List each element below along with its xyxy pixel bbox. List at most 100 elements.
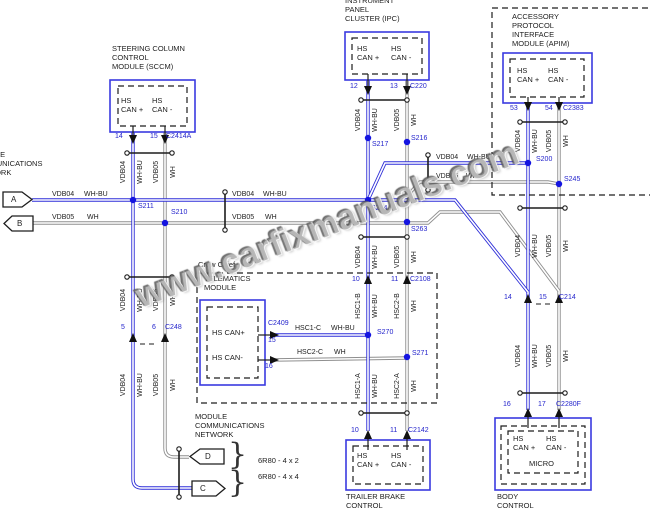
wire-label: VDB05 <box>52 214 75 221</box>
splice-s264 <box>364 196 372 204</box>
apim-can-plus: HS CAN + <box>517 66 540 84</box>
splice-s216 <box>403 138 411 146</box>
wire-label-vertical: WH <box>411 300 418 312</box>
brace-bottom: } <box>228 465 248 500</box>
pin-label: C2142 <box>408 427 429 434</box>
pin-label: C220 <box>410 83 427 90</box>
ipc-box <box>344 31 430 86</box>
wire-label: WH <box>466 173 478 180</box>
wire-label-vertical: WH <box>170 166 177 178</box>
pin-label: C2414A <box>166 133 192 140</box>
wire-label-vertical: VDB04 <box>120 288 127 312</box>
wire-label-vertical: VDB04 <box>355 108 362 132</box>
splice-label: S263 <box>411 226 428 233</box>
pin-arrows <box>129 86 563 439</box>
wire-label-vertical: VDB04 <box>515 129 522 153</box>
wire-label: VDB04 <box>232 191 255 198</box>
splice-s217 <box>364 134 372 142</box>
wire-label-vertical: WH-BU <box>137 160 144 184</box>
wire-label-vertical: VDB04 <box>120 160 127 184</box>
wire-label-vertical: VDB05 <box>546 234 553 258</box>
ipc-title: INSTRUMENT PANEL CLUSTER (IPC) <box>345 0 400 23</box>
pin-label: C2409 <box>268 320 289 327</box>
wire-label-vertical: VDB04 <box>120 373 127 397</box>
can-low-wires <box>33 80 561 459</box>
apim-title: ACCESSORY PROTOCOL INTERFACE MODULE (API… <box>512 12 570 48</box>
bcm-title: BODY CONTROL <box>497 492 534 510</box>
pin-label: 6 <box>152 324 156 331</box>
wire-label-vertical: WH <box>563 240 570 252</box>
wire-label: WH <box>265 214 277 221</box>
splice-label: S200 <box>536 156 553 163</box>
splice-s245 <box>555 180 563 188</box>
wire-label: WH <box>87 214 99 221</box>
network-note-left: MODULE COMMUNICATIONS NETWORK <box>0 150 43 177</box>
pin-label: 11 <box>390 427 398 434</box>
pin-label: 5 <box>121 324 125 331</box>
pin-label: 16 <box>265 363 273 370</box>
wire-label: WH-BU <box>84 191 108 198</box>
terminal-d-shape <box>188 448 225 465</box>
wire-label-vertical: WH-BU <box>532 129 539 153</box>
bcm-core-label: MICRO <box>529 459 554 468</box>
gear-note-4x4: 6R80 - 4 x 4 <box>258 472 299 481</box>
apim-can-minus: HS CAN - <box>548 66 569 84</box>
telematics-title: TELEMATICS MODULE <box>204 274 251 292</box>
splice-label: S217 <box>372 141 389 148</box>
bcm-can-plus: HS CAN + <box>513 434 536 452</box>
wire-label-vertical: VDB05 <box>153 160 160 184</box>
wire-label-vertical: HSC2-B <box>394 293 401 319</box>
sccm-can-plus: HS CAN + <box>121 96 144 114</box>
tbc-title: TRAILER BRAKE CONTROL <box>346 492 406 510</box>
telematics-can-minus: HS CAN- <box>212 353 243 362</box>
wire-label-vertical: WH <box>411 251 418 263</box>
telematics-note: Crew Chief <box>198 260 236 269</box>
pin-label: 11 <box>391 276 399 283</box>
pin-label: C248 <box>165 324 182 331</box>
wire-label-vertical: WH <box>411 114 418 126</box>
pin-label: 16 <box>503 401 511 408</box>
pin-label: 10 <box>352 276 360 283</box>
splice-s200 <box>524 159 532 167</box>
wire-label-vertical: WH-BU <box>372 294 379 318</box>
tbc-can-minus: HS CAN - <box>391 451 412 469</box>
pin-label: 17 <box>538 401 546 408</box>
ipc-can-plus: HS CAN + <box>357 44 380 62</box>
terminal-c-label: C <box>200 484 206 493</box>
pin-label: C214 <box>559 294 576 301</box>
wire-label-vertical: WH <box>563 350 570 362</box>
wire-label-vertical: WH <box>411 380 418 392</box>
pin-label: 53 <box>510 105 518 112</box>
wire-label-vertical: WH <box>563 135 570 147</box>
splice-dots <box>129 134 563 361</box>
terminal-b-shape <box>3 215 34 232</box>
wire-label-vertical: WH-BU <box>532 344 539 368</box>
wire-label: VDB04 <box>52 191 75 198</box>
wire-label-vertical: WH <box>170 294 177 306</box>
splice-s211 <box>129 196 137 204</box>
sccm-title-line: CONTROL <box>112 53 149 62</box>
pin-label: 54 <box>545 105 553 112</box>
network-note-bottom: MODULE COMMUNICATIONS NETWORK <box>195 412 265 439</box>
wire-label-vertical: VDB05 <box>394 245 401 269</box>
pin-label: 13 <box>390 83 398 90</box>
tbc-box <box>345 439 431 491</box>
connector-dashes <box>140 303 551 345</box>
wire-label-vertical: HSC1-A <box>355 373 362 399</box>
wire-label-vertical: VDB04 <box>355 245 362 269</box>
splice-s210 <box>161 219 169 227</box>
sccm-title-line: STEERING COLUMN <box>112 44 185 53</box>
pin-label: 14 <box>504 294 512 301</box>
wire-label-vertical: VDB05 <box>153 288 160 312</box>
pin-label: 15 <box>150 133 158 140</box>
splice-s270 <box>364 331 372 339</box>
wire-label-vertical: WH-BU <box>137 288 144 312</box>
wire-label-vertical: WH-BU <box>372 245 379 269</box>
gear-note-4x2: 6R80 - 4 x 2 <box>258 456 299 465</box>
wire-label: VDB05 <box>436 173 459 180</box>
pin-label: 15 <box>539 294 547 301</box>
wire-label-vertical: WH-BU <box>532 234 539 258</box>
wire-label-vertical: VDB04 <box>515 234 522 258</box>
